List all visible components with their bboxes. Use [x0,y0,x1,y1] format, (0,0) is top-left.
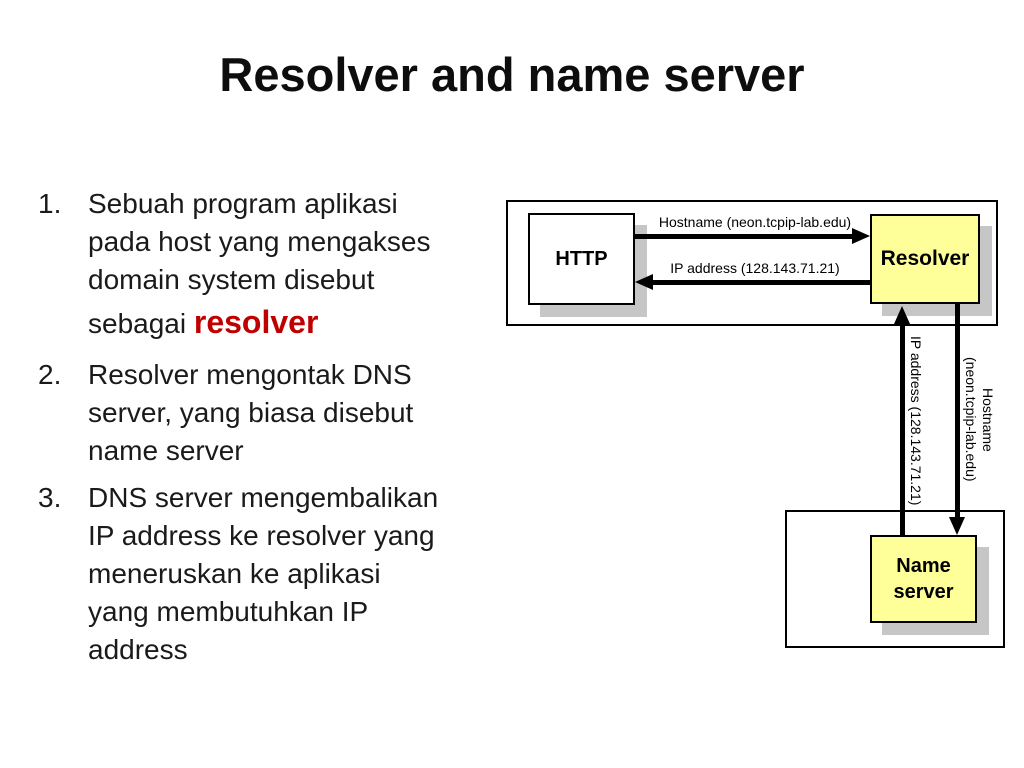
ip-response-arrow-label: IP address (128.143.71.21) [670,260,840,276]
resolver-highlight-text: resolver [193,304,319,340]
bullet-1-last-line: sebagai resolver [88,299,488,347]
slide-title: Resolver and name server [219,48,805,101]
arrowhead-left-icon [635,274,653,290]
arrowhead-right-icon [852,228,870,244]
bullet-number-2: 2. [38,359,62,390]
hostname-downward-arrow-line [955,304,960,518]
resolver-box-label: Resolver [880,247,970,270]
bullet-1-prefix: sebagai [88,308,194,339]
ip-upward-arrow-label: IP address (128.143.71.21) [908,335,924,506]
arrowhead-down-icon [949,517,965,535]
hostname-request-arrow-label: Hostname (neon.tcpip-lab.edu) [658,214,852,230]
ip-response-arrow-line [650,280,870,285]
ip-upward-arrow-line [900,322,905,535]
resolver-box: Resolver [870,214,980,304]
arrowhead-up-icon [894,306,910,324]
bullet-number-3: 3. [38,482,62,513]
http-box: HTTP [528,213,635,305]
hostname-downward-arrow-label: Hostname(neon.tcpip-lab.edu) [963,357,996,482]
bullet-number-1: 1. [38,188,62,219]
hostname-request-arrow-line [635,234,855,239]
http-box-label: HTTP [555,247,608,270]
